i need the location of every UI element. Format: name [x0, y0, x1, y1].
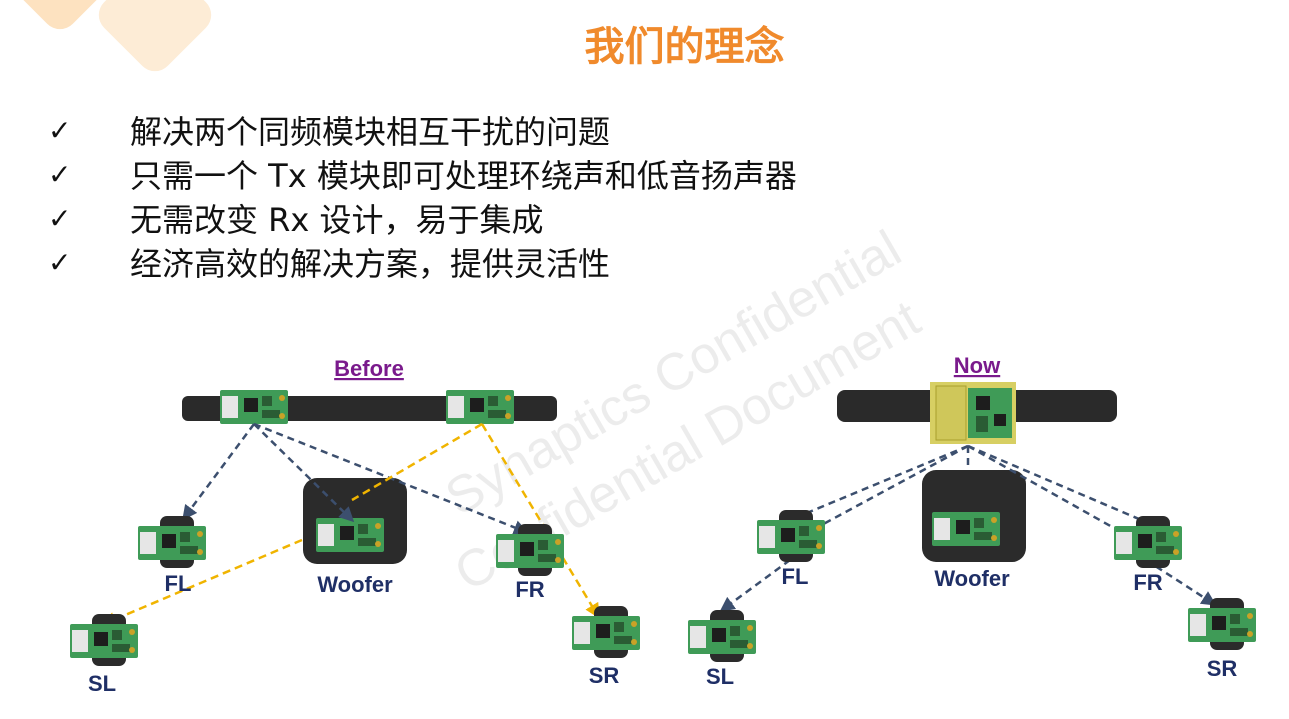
- fl-speaker: [138, 516, 206, 568]
- fl-label: FL: [782, 564, 809, 589]
- bullet-text: 只需一个 Tx 模块即可处理环绕声和低音扬声器: [130, 157, 797, 195]
- now-heading: Now: [954, 353, 1001, 378]
- sl-speaker: [70, 614, 138, 666]
- check-icon: ✓: [48, 245, 72, 279]
- woofer-rx-module: [316, 518, 384, 552]
- sr-speaker: [572, 606, 640, 658]
- fl-label: FL: [165, 571, 192, 596]
- woofer-label: Woofer: [934, 566, 1010, 591]
- tx-module-combined: [930, 382, 1016, 444]
- fr-label: FR: [515, 577, 544, 602]
- fl-speaker: [757, 510, 825, 562]
- sr-label: SR: [1207, 656, 1238, 681]
- bullet-list: ✓ 解决两个同频模块相互干扰的问题 ✓ 只需一个 Tx 模块即可处理环绕声和低音…: [48, 108, 797, 284]
- bullet-item: ✓ 解决两个同频模块相互干扰的问题: [48, 108, 797, 152]
- sl-label: SL: [706, 664, 734, 689]
- bullet-text: 无需改变 Rx 设计，易于集成: [130, 201, 544, 239]
- tx-module-left: [220, 390, 288, 424]
- page-title: 我们的理念: [584, 24, 785, 70]
- before-heading: Before: [334, 356, 404, 381]
- sl-speaker: [688, 610, 756, 662]
- fr-speaker: [1114, 516, 1182, 568]
- sr-speaker: [1188, 598, 1256, 650]
- fr-label: FR: [1133, 570, 1162, 595]
- woofer-rx-module: [932, 512, 1000, 546]
- check-icon: ✓: [48, 113, 72, 147]
- check-icon: ✓: [48, 157, 72, 191]
- bullet-text: 解决两个同频模块相互干扰的问题: [130, 113, 611, 151]
- check-icon: ✓: [48, 201, 72, 235]
- woofer-label: Woofer: [317, 572, 393, 597]
- sl-label: SL: [88, 671, 116, 696]
- tx-module-right: [446, 390, 514, 424]
- sr-label: SR: [589, 663, 620, 688]
- yellow-links: [101, 422, 600, 627]
- bullet-item: ✓ 无需改变 Rx 设计，易于集成: [48, 196, 797, 240]
- bullet-text: 经济高效的解决方案，提供灵活性: [130, 245, 611, 283]
- bullet-item: ✓ 只需一个 Tx 模块即可处理环绕声和低音扬声器: [48, 152, 797, 196]
- bullet-item: ✓ 经济高效的解决方案，提供灵活性: [48, 240, 797, 284]
